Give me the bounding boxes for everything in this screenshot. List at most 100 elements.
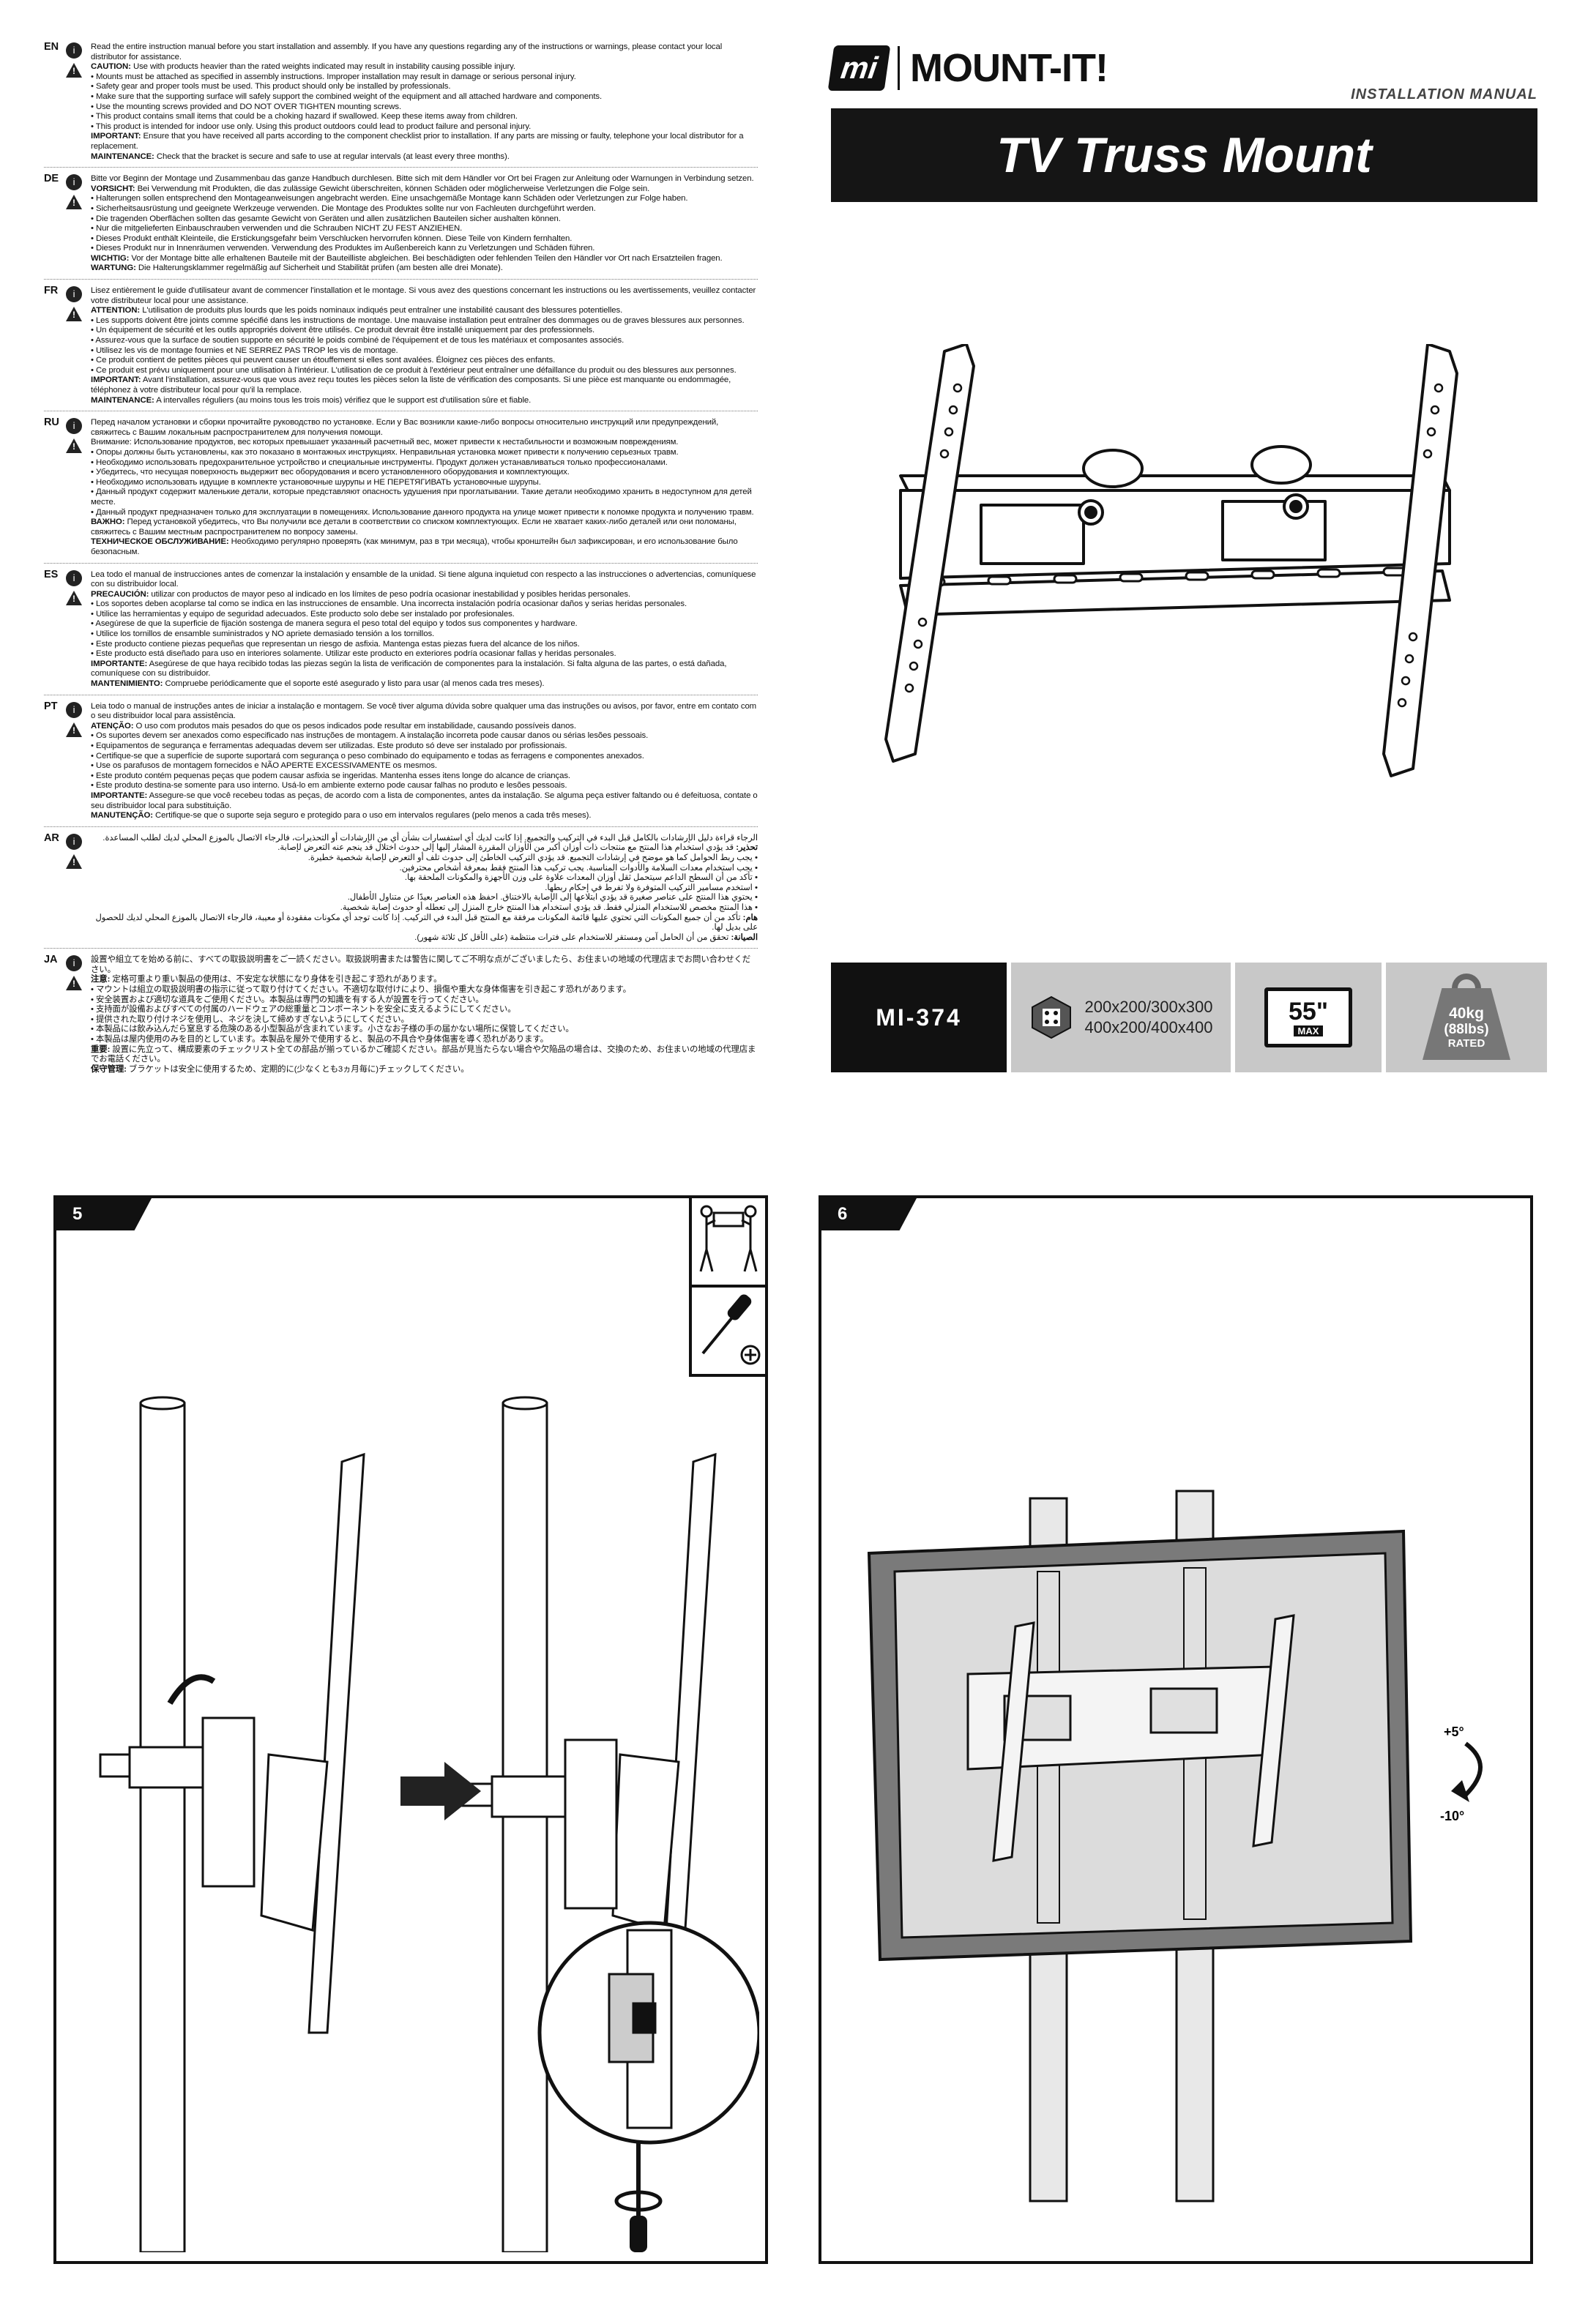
paragraph: ATENÇÃO: O uso com produtos mais pesados… (91, 721, 576, 731)
paragraph: ВАЖНО: Перед установкой убедитесь, что В… (91, 518, 737, 537)
paragraph: 重要: 設置に先立って、構成要素のチェックリスト全ての部品が揃っているかご確認く… (91, 1045, 756, 1064)
weight-kg: 40kg (1449, 1004, 1484, 1022)
paragraph: IMPORTANT: Ensure that you have received… (91, 132, 744, 151)
weight-label: RATED (1447, 1036, 1485, 1050)
paragraph: PRECAUCIÓN: utilizar con productos de ma… (91, 589, 631, 599)
model-number: MI-374 (876, 1004, 962, 1031)
vesa-line: 400x200/400x400 (1084, 1018, 1213, 1036)
vesa-pattern-icon (1031, 995, 1071, 1039)
weight-rating-box: 40kg (88lbs) RATED (1386, 963, 1547, 1072)
paragraph: • Die tragenden Oberflächen sollten das … (91, 214, 561, 223)
product-title-banner: TV Truss Mount (831, 108, 1537, 202)
warning-icon (66, 63, 82, 78)
max-size-label: MAX (1293, 1025, 1324, 1036)
paragraph: • Les supports doivent être joints comme… (91, 315, 745, 325)
brand-logo: mi MOUNT-IT! (827, 42, 1108, 94)
step-5-panel: 5 (53, 1195, 768, 2264)
paragraph: Перед началом установки и сборки прочита… (91, 418, 719, 437)
step-number: 6 (821, 1198, 917, 1230)
warning-icon (66, 853, 82, 869)
mount-illustration (884, 344, 1458, 777)
paragraph: MAINTENANCE: Check that the bracket is s… (91, 152, 510, 161)
paragraph: • 支持面が設備およびすべての付属のハードウェアの総重量とコンポーネントを安全に… (91, 1005, 516, 1015)
rotate-arrow-icon (614, 2190, 663, 2212)
paragraph: • Utilice las herramientas y equipo de s… (91, 609, 515, 619)
paragraph: • Este producto está diseñado para uso e… (91, 649, 616, 659)
phillips-screwdriver-icon (701, 1294, 761, 1365)
paragraph: تحذير: قد يؤدي استخدام هذا المنتج مع منت… (277, 843, 758, 853)
logo-mark: mi (827, 45, 891, 91)
paragraph: MAINTENANCE: A intervalles réguliers (au… (91, 395, 532, 405)
lang-section-en: EN i Read the entire instruction manual … (44, 42, 758, 162)
warning-icon (66, 976, 82, 991)
paragraph: • Utilisez les vis de montage fournies e… (91, 345, 398, 355)
lang-code: DE (44, 173, 59, 185)
paragraph: 注意: 定格可重より重い製品の使用は、不安定な状態になり身体を引き起こす恐れがあ… (91, 975, 442, 984)
paragraph: • Use os parafusos de montagem fornecido… (91, 761, 437, 771)
lang-section-pt: PT i Leia todo o manual de instruções an… (44, 700, 758, 821)
paragraph: • 安全装置および適切な道具をご使用ください。本製品は専門の知識を有する人が設置… (91, 995, 484, 1004)
vesa-text: 200x200/300x300 400x200/400x400 (1085, 997, 1213, 1038)
paragraph: • Certifique-se que a superfície de supo… (91, 751, 644, 761)
paragraph: IMPORTANTE: Assegure-se que você recebeu… (91, 791, 758, 810)
weight-lbs: (88lbs) (1444, 1021, 1489, 1037)
paragraph: • 提供された取り付けネジを使用し、ネジを決して締めすぎないようにしてください。 (91, 1015, 409, 1024)
divider (44, 562, 758, 564)
two-person-lift-icon (692, 1205, 765, 1288)
paragraph: • Данный продукт содержит маленькие дета… (91, 487, 752, 507)
vesa-spec-box: 200x200/300x300 400x200/400x400 (1011, 963, 1231, 1072)
paragraph: Lisez entièrement le guide d'utilisateur… (91, 286, 756, 305)
paragraph: IMPORTANTE: Asegúrese de que haya recibi… (91, 659, 727, 679)
lang-code: PT (44, 700, 58, 712)
divider (44, 279, 758, 280)
paragraph: • استخدم مسامير التركيب المتوفرة ولا تفر… (545, 883, 758, 892)
lang-code: FR (44, 285, 59, 297)
document-subtitle: INSTALLATION MANUAL (1351, 86, 1537, 102)
paragraph: • يحتوي هذا المنتج على عناصر صغيرة قد يؤ… (347, 893, 758, 903)
paragraph: • Este producto contiene piezas pequeñas… (91, 639, 580, 649)
paragraph: • Asegúrese de que la superficie de fija… (91, 619, 578, 629)
paragraph: WICHTIG: Vor der Montage bitte alle erha… (91, 253, 723, 263)
paragraph: • Este produto destina-se somente para u… (91, 781, 567, 791)
paragraph: • يجب استخدام معدات السلامة والأدوات الم… (399, 863, 758, 873)
paragraph: WARTUNG: Die Halterungsklammer regelmäßi… (91, 264, 503, 273)
info-icon: i (66, 42, 82, 59)
tilt-down-label: -10° (1440, 1809, 1464, 1823)
spec-bar: MI-374 200x200/300x300 400x200/400x400 5… (831, 963, 1547, 1072)
lang-section-ar: AR i الرجاء قراءة دليل الإرشادات بالكامل… (44, 832, 758, 944)
logo-divider (898, 46, 901, 90)
warning-icon (66, 722, 82, 737)
tv-size-icon: 55" MAX (1264, 987, 1352, 1047)
lang-code: EN (44, 41, 59, 53)
paragraph: ТЕХНИЧЕСКОЕ ОБСЛУЖИВАНИЕ: Необходимо рег… (91, 537, 738, 556)
paragraph: • Ce produit est prévu uniquement pour u… (91, 365, 737, 375)
warning-icon (66, 438, 82, 454)
paragraph: IMPORTANT: Avant l'installation, assurez… (91, 375, 731, 395)
info-icon: i (66, 569, 82, 586)
step-5-illustration (99, 1396, 759, 2252)
paragraph: • マウントは組立の取扱説明書の指示に従って取り付けてください。不適切な取付けに… (91, 985, 631, 995)
brand-name: MOUNT-IT! (910, 46, 1108, 90)
divider (44, 167, 758, 168)
paragraph: • Make sure that the supporting surface … (91, 91, 603, 101)
paragraph: CAUTION: Use with products heavier than … (91, 62, 515, 72)
paragraph: • Halterungen sollen entsprechend den Mo… (91, 194, 688, 203)
warning-icon (66, 590, 82, 605)
paragraph: • Sicherheitsausrüstung und geeignete We… (91, 203, 596, 213)
lang-code: JA (44, 954, 58, 966)
step-number: 5 (56, 1198, 152, 1230)
vesa-line: 200x200/300x300 (1084, 998, 1213, 1016)
paragraph: • Необходимо использовать предохранитель… (91, 457, 668, 467)
paragraph: MANTENIMIENTO: Compruebe periódicamente … (91, 679, 545, 689)
lang-code: AR (44, 832, 59, 844)
paragraph: • Ce produit contient de petites pièces … (91, 356, 556, 365)
paragraph: هام: تأكد من أن جميع المكونات التي تحتوي… (95, 913, 758, 933)
lang-section-ru: RU i Перед началом установки и сборки пр… (44, 417, 758, 557)
paragraph: • This product contains small items that… (91, 112, 518, 122)
weight-icon: 40kg (88lbs) RATED (1419, 974, 1514, 1061)
paragraph: Внимание: Использование продуктов, вес к… (91, 438, 679, 447)
paragraph: Read the entire instruction manual befor… (91, 42, 723, 61)
info-icon: i (66, 174, 82, 191)
paragraph: • Mounts must be attached as specified i… (91, 72, 576, 81)
lang-section-ja: JA i 設置や組立てを始める前に、すべての取扱説明書をご一読ください。取扱説明… (44, 954, 758, 1075)
